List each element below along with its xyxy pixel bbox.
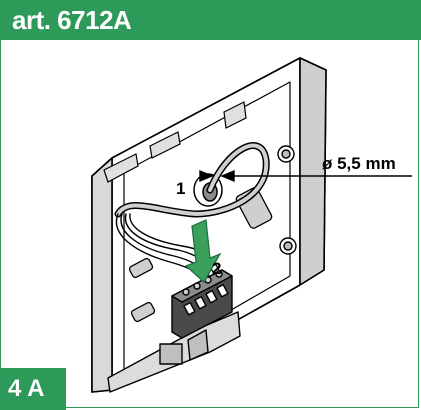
step-badge-label: 4 A <box>8 375 45 402</box>
bottom-lip <box>107 311 241 393</box>
callout-2: 2 <box>212 259 221 278</box>
screw-hole-top <box>277 145 295 163</box>
dimension-leader <box>199 169 412 183</box>
step-badge: 4 A <box>0 368 66 410</box>
screw-hole-bottom <box>279 237 297 255</box>
article-title: art. 6712A <box>12 5 132 35</box>
callout-1: 1 <box>176 179 185 198</box>
cable-bundle <box>114 142 270 289</box>
header-bar: art. 6712A <box>0 0 421 40</box>
dimension-label: ø 5,5 mm <box>322 154 396 173</box>
top-clips <box>103 101 247 183</box>
insertion-arrow <box>184 219 222 283</box>
